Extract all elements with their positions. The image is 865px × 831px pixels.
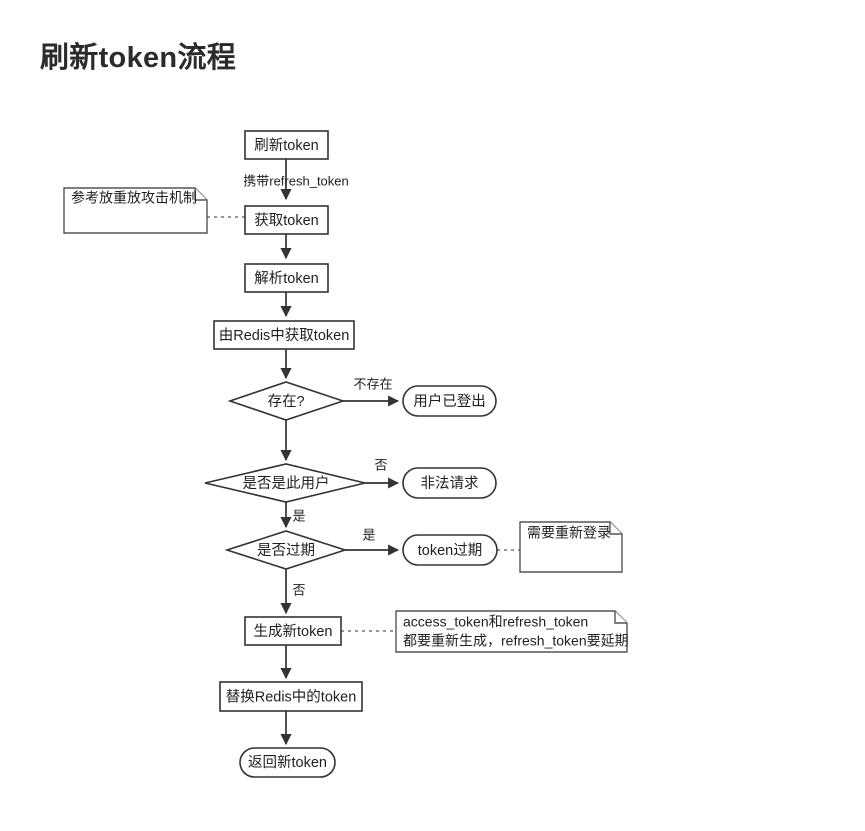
node-refresh-token-label: 刷新token [254,137,318,154]
note-token-regen-line1: access_token和refresh_token [403,614,588,630]
node-expired-decision-label: 是否过期 [257,542,315,559]
node-token-expired-box[interactable] [402,534,498,566]
note-relogin-text: 需要重新登录 [527,525,611,541]
node-return-new-token-box[interactable] [239,747,336,778]
node-replace-redis-token-label: 替换Redis中的token [226,688,357,705]
node-replace-redis-token[interactable]: 替换Redis中的token [219,681,363,712]
edge-labels: 携带refresh_token 不存在 否 是 是 否 [243,173,392,597]
node-generate-new-token-label: 生成新token [254,623,333,640]
node-refresh-token-box[interactable] [244,130,329,160]
node-get-token[interactable]: 获取token [244,205,329,235]
note-replay-attack-fold [194,188,207,201]
node-user-logged-out-box[interactable] [402,385,497,417]
node-same-user-decision-diamond[interactable] [204,463,366,503]
edge-label-not-exists: 不存在 [353,376,392,391]
note-token-regen-fold [614,611,627,624]
connectors [207,159,520,746]
node-replace-redis-token-box[interactable] [219,681,363,712]
note-token-regen-body [395,610,628,653]
note-relogin: 需要重新登录 [519,521,623,573]
node-parse-token-label: 解析token [254,270,318,287]
edge-label-yes-expired: 是 [362,527,375,542]
node-return-new-token[interactable]: 返回新token [239,747,336,778]
note-replay-attack-text: 参考放重放攻击机制 [71,190,197,206]
node-token-expired-label: token过期 [418,542,482,559]
node-same-user-decision-label: 是否是此用户 [243,475,330,492]
node-user-logged-out[interactable]: 用户已登出 [402,385,497,417]
node-exists-decision-label: 存在? [267,393,304,410]
node-get-from-redis-box[interactable] [213,320,355,350]
node-user-logged-out-label: 用户已登出 [413,393,486,410]
node-get-from-redis[interactable]: 由Redis中获取token [213,320,355,350]
note-token-regen-line2: 都要重新生成，refresh_token要延期 [403,633,629,649]
node-illegal-request-box[interactable] [402,467,497,499]
node-token-expired[interactable]: token过期 [402,534,498,566]
note-replay-attack-body [63,187,208,234]
node-illegal-request-label: 非法请求 [421,475,479,492]
node-parse-token[interactable]: 解析token [244,263,329,293]
note-token-regen: access_token和refresh_token 都要重新生成，refres… [395,610,629,653]
edge-label-no-not-user: 否 [374,457,387,472]
note-replay-attack: 参考放重放攻击机制 [63,187,208,234]
edge-label-carry-refresh-token: 携带refresh_token [243,173,349,188]
node-refresh-token[interactable]: 刷新token [244,130,329,160]
edge-label-no-not-expired: 否 [292,582,305,597]
node-expired-decision[interactable]: 是否过期 [224,530,348,570]
page-title: 刷新token流程 [40,42,237,74]
node-same-user-decision[interactable]: 是否是此用户 [204,463,366,503]
node-return-new-token-label: 返回新token [248,754,327,771]
node-illegal-request[interactable]: 非法请求 [402,467,497,499]
edge-label-yes-is-user: 是 [292,508,305,523]
node-generate-new-token[interactable]: 生成新token [244,616,342,646]
node-get-token-box[interactable] [244,205,329,235]
node-parse-token-box[interactable] [244,263,329,293]
node-generate-new-token-box[interactable] [244,616,342,646]
node-get-from-redis-label: 由Redis中获取token [219,327,350,344]
note-relogin-fold [609,522,622,535]
node-exists-decision-diamond[interactable] [227,381,346,421]
node-exists-decision[interactable]: 存在? [227,381,346,421]
note-relogin-body [519,521,623,573]
node-expired-decision-diamond[interactable] [224,530,348,570]
node-get-token-label: 获取token [254,212,318,229]
